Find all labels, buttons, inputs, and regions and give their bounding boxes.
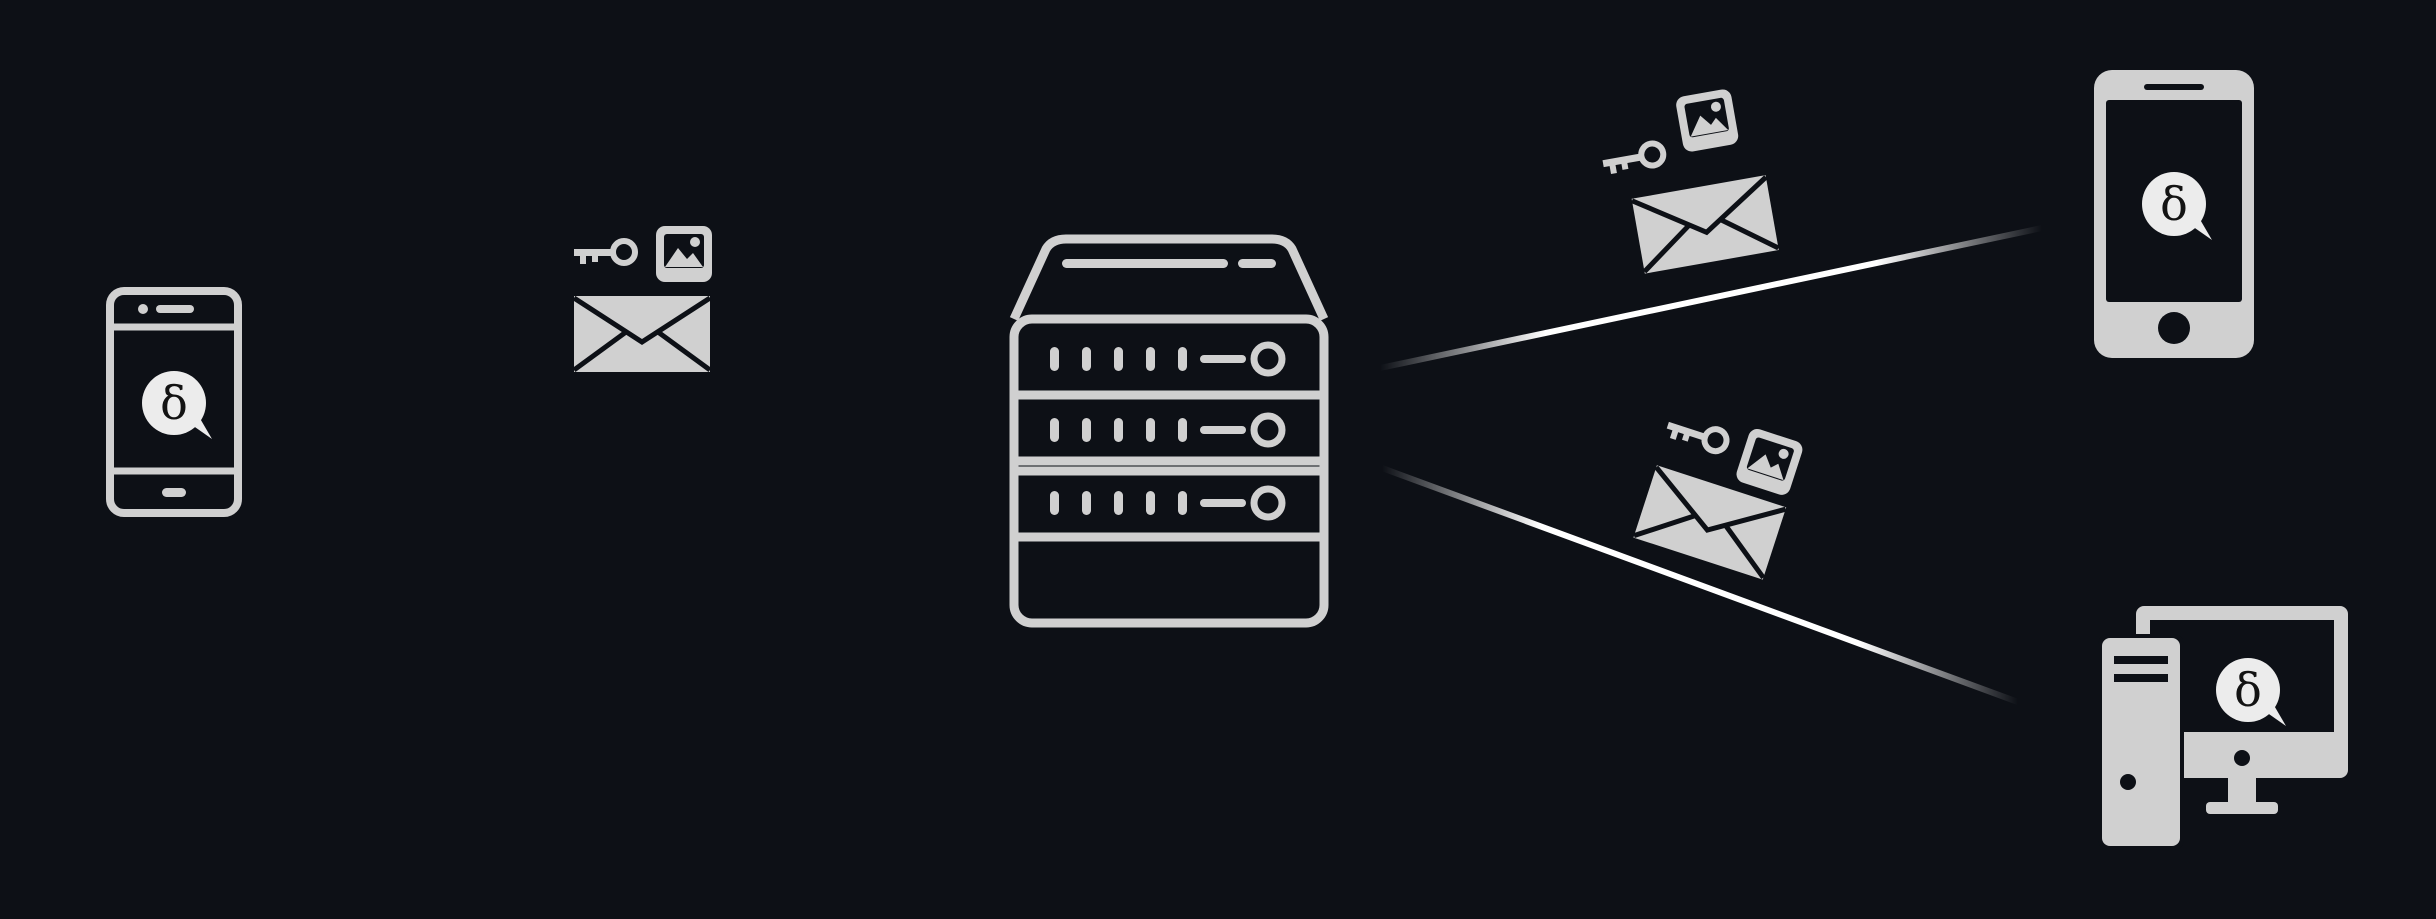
image-icon — [1734, 426, 1805, 498]
app-badge-glyph: δ — [160, 376, 188, 430]
image-icon — [1674, 88, 1740, 153]
sender-phone-icon: δ — [110, 291, 238, 513]
envelope-icon — [574, 296, 710, 372]
message-packet-3 — [1632, 402, 1805, 580]
image-icon — [656, 226, 712, 282]
message-packet-1 — [574, 226, 712, 372]
app-badge: δ — [2142, 172, 2212, 240]
server-rack-icon — [1009, 234, 1329, 628]
envelope-icon — [1632, 175, 1779, 273]
key-icon — [574, 241, 635, 264]
app-badge-glyph: δ — [2234, 663, 2262, 717]
app-badge: δ — [142, 371, 212, 439]
connection-line-server-desktop — [1380, 465, 2020, 705]
key-icon — [1601, 142, 1665, 175]
key-icon — [1664, 414, 1729, 455]
app-badge: δ — [2216, 658, 2286, 726]
recipient-phone-icon: δ — [2094, 70, 2254, 358]
connection-line-server-phone — [1379, 225, 2043, 371]
app-badge-glyph: δ — [2160, 177, 2188, 231]
message-packet-2 — [1594, 88, 1779, 278]
desktop-computer-icon: δ — [2098, 606, 2348, 850]
